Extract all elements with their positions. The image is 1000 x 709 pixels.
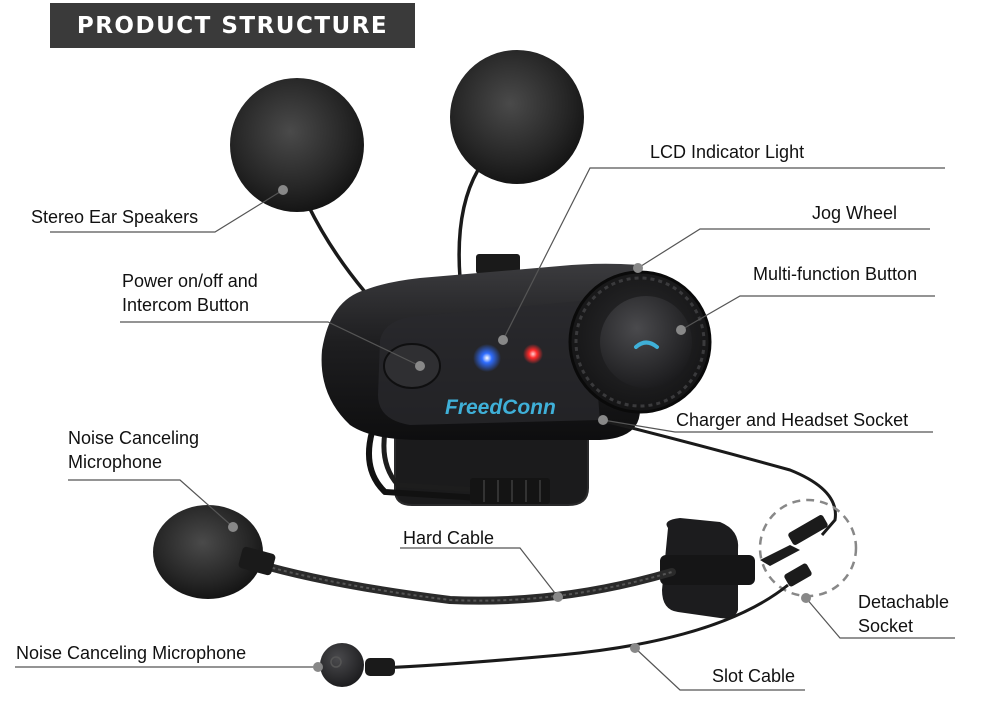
led-blue-light (473, 344, 501, 372)
label-power-button-line2: Intercom Button (122, 295, 250, 315)
cable-grip (470, 478, 550, 504)
label-charger-socket: Charger and Headset Socket (676, 410, 909, 430)
right-ear-speaker (450, 50, 584, 184)
label-noise-mic-boom-line1: Noise Canceling (68, 428, 200, 448)
detachable-socket-highlight (758, 498, 858, 598)
label-noise-mic-wired: Noise Canceling Microphone (16, 643, 247, 663)
power-intercom-button[interactable] (383, 343, 441, 389)
wired-microphone (320, 643, 364, 687)
label-power-button-line1: Power on/off and (122, 271, 258, 291)
label-jog-wheel: Jog Wheel (812, 203, 898, 223)
label-hard-cable: Hard Cable (403, 528, 495, 548)
headset-cable (599, 418, 837, 536)
top-tab (476, 254, 520, 274)
leader-dots (228, 185, 811, 672)
right-speaker-wire (457, 169, 480, 279)
slot-cable (379, 583, 789, 670)
detachable-socket-plug-top (788, 515, 828, 545)
phone-icon (634, 340, 659, 349)
brand-logo: FreedConn (445, 396, 556, 419)
boom-base (660, 555, 755, 585)
hard-cable-gooseneck (251, 559, 676, 605)
left-ear-speaker (230, 78, 364, 212)
label-detachable-socket-line2: Socket (858, 616, 914, 636)
label-detachable-socket-line1: Detachable (858, 592, 950, 612)
leader-lines (15, 167, 955, 691)
left-speaker-wire (306, 204, 367, 294)
label-slot-cable: Slot Cable (712, 666, 796, 686)
header-banner: PRODUCT STRUCTURE (50, 3, 415, 48)
clip-cables (366, 431, 481, 501)
label-stereo-ear-speakers: Stereo Ear Speakers (31, 207, 199, 227)
label-multi-function-button: Multi-function Button (753, 264, 918, 284)
detachable-socket-plug-bottom (784, 563, 812, 587)
label-noise-mic-boom-line2: Microphone (68, 452, 163, 472)
label-lcd-indicator-light: LCD Indicator Light (650, 142, 805, 162)
led-red-light (523, 344, 543, 364)
page-title: PRODUCT STRUCTURE (76, 13, 389, 39)
